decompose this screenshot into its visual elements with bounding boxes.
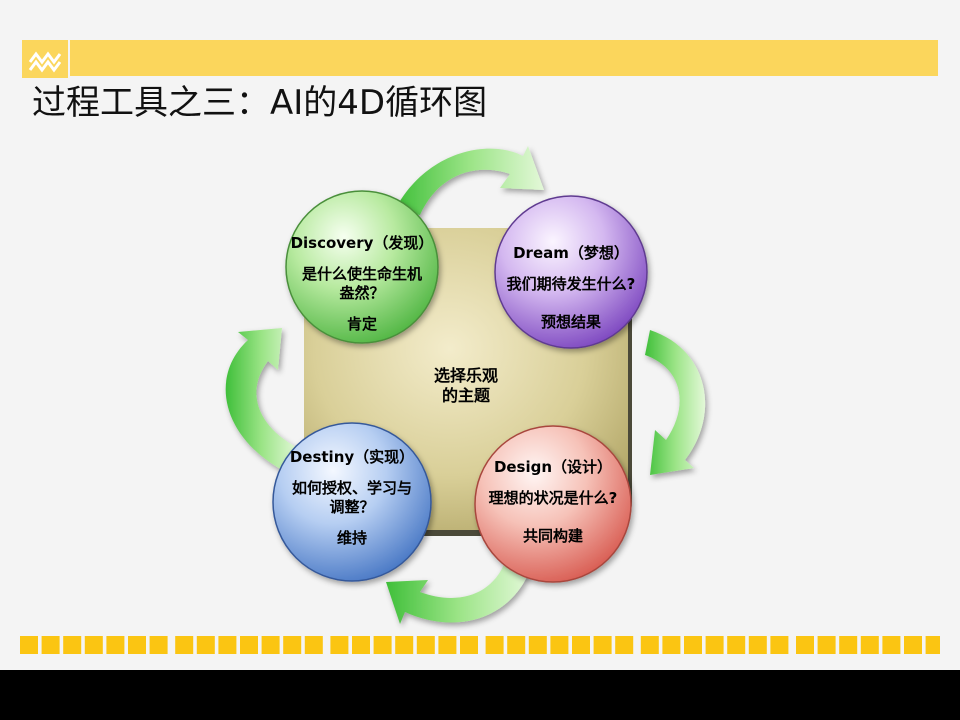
center-line: 选择乐观 (433, 366, 498, 385)
footer-square (796, 636, 814, 654)
footer-square (705, 636, 724, 654)
footer-square (882, 636, 901, 654)
discovery-question: 盎然？ (339, 284, 385, 302)
destiny-text: Destiny（实现） 如何授权、学习与 调整？ 维持 (266, 446, 438, 548)
destiny-title: Destiny（实现） (289, 448, 415, 466)
footer-strip (20, 636, 940, 654)
footer-square (528, 636, 547, 654)
footer-square (218, 636, 237, 654)
footer-square (662, 636, 681, 654)
footer-square (925, 636, 940, 654)
footer-square (860, 636, 879, 654)
footer-square (128, 636, 146, 654)
footer-square (175, 636, 194, 654)
footer-square (240, 636, 258, 654)
footer-square (149, 636, 168, 654)
discovery-text: Discovery（发现） 是什么使生命生机 盎然？ 肯定 (276, 232, 448, 334)
footer-square (283, 636, 302, 654)
4d-cycle-diagram: 选择乐观 的主题 Discovery（发现） 是什么使生命生机 盎然？ 肯定 D… (200, 130, 760, 640)
footer-square (373, 636, 392, 654)
center-line: 的主题 (441, 386, 490, 405)
footer-square (572, 636, 590, 654)
footer-square (839, 636, 858, 654)
footer-square (84, 636, 103, 654)
design-question: 理想的状况是什么? (488, 489, 618, 507)
dream-result: 预想结果 (540, 313, 601, 331)
black-band (0, 670, 960, 720)
destiny-question: 调整？ (329, 498, 375, 516)
footer-square (640, 636, 659, 654)
dream-title: Dream（梦想） (513, 244, 629, 262)
arrow-destiny-to-discovery (225, 328, 298, 470)
dream-text: Dream（梦想） 我们期待发生什么? 预想结果 (466, 242, 676, 332)
footer-square (485, 636, 504, 654)
destiny-question: 如何授权、学习与 (291, 479, 412, 497)
discovery-question: 是什么使生命生机 (301, 265, 422, 283)
arrow-discovery-to-dream (395, 146, 544, 215)
mountain-logo-icon (22, 40, 68, 78)
footer-square (106, 636, 125, 654)
destiny-circle (272, 422, 432, 582)
design-title: Design（设计） (493, 458, 613, 476)
header-bar (70, 40, 938, 76)
footer-square (416, 636, 435, 654)
discovery-title: Discovery（发现） (290, 234, 434, 252)
footer-square (20, 636, 38, 654)
footer-square (63, 636, 82, 654)
design-result: 共同构建 (522, 527, 583, 545)
discovery-circle (285, 190, 439, 344)
footer-square (684, 636, 702, 654)
destiny-result: 维持 (336, 529, 367, 547)
center-label: 选择乐观 的主题 (406, 366, 526, 406)
footer-square (507, 636, 526, 654)
footer-square (817, 636, 836, 654)
footer-square (460, 636, 478, 654)
footer-square (304, 636, 323, 654)
arrow-design-to-destiny (386, 562, 530, 624)
slide: 过程工具之三：AI的4D循环图 (0, 0, 960, 670)
footer-square (261, 636, 280, 654)
footer-square (727, 636, 746, 654)
footer-square (615, 636, 634, 654)
footer-square (593, 636, 612, 654)
footer-square (196, 636, 215, 654)
design-circle (474, 425, 632, 583)
dream-circle (494, 195, 648, 349)
footer-square (904, 636, 922, 654)
footer-square (330, 636, 349, 654)
footer-square (770, 636, 789, 654)
footer-square (748, 636, 767, 654)
footer-square (438, 636, 457, 654)
dream-question: 我们期待发生什么? (506, 275, 636, 293)
footer-square (395, 636, 414, 654)
slide-title: 过程工具之三：AI的4D循环图 (32, 83, 488, 123)
footer-square (550, 636, 569, 654)
design-text: Design（设计） 理想的状况是什么? 共同构建 (448, 456, 658, 546)
footer-square (41, 636, 60, 654)
arrow-dream-to-design (645, 330, 706, 475)
footer-square (352, 636, 370, 654)
discovery-result: 肯定 (346, 315, 377, 333)
